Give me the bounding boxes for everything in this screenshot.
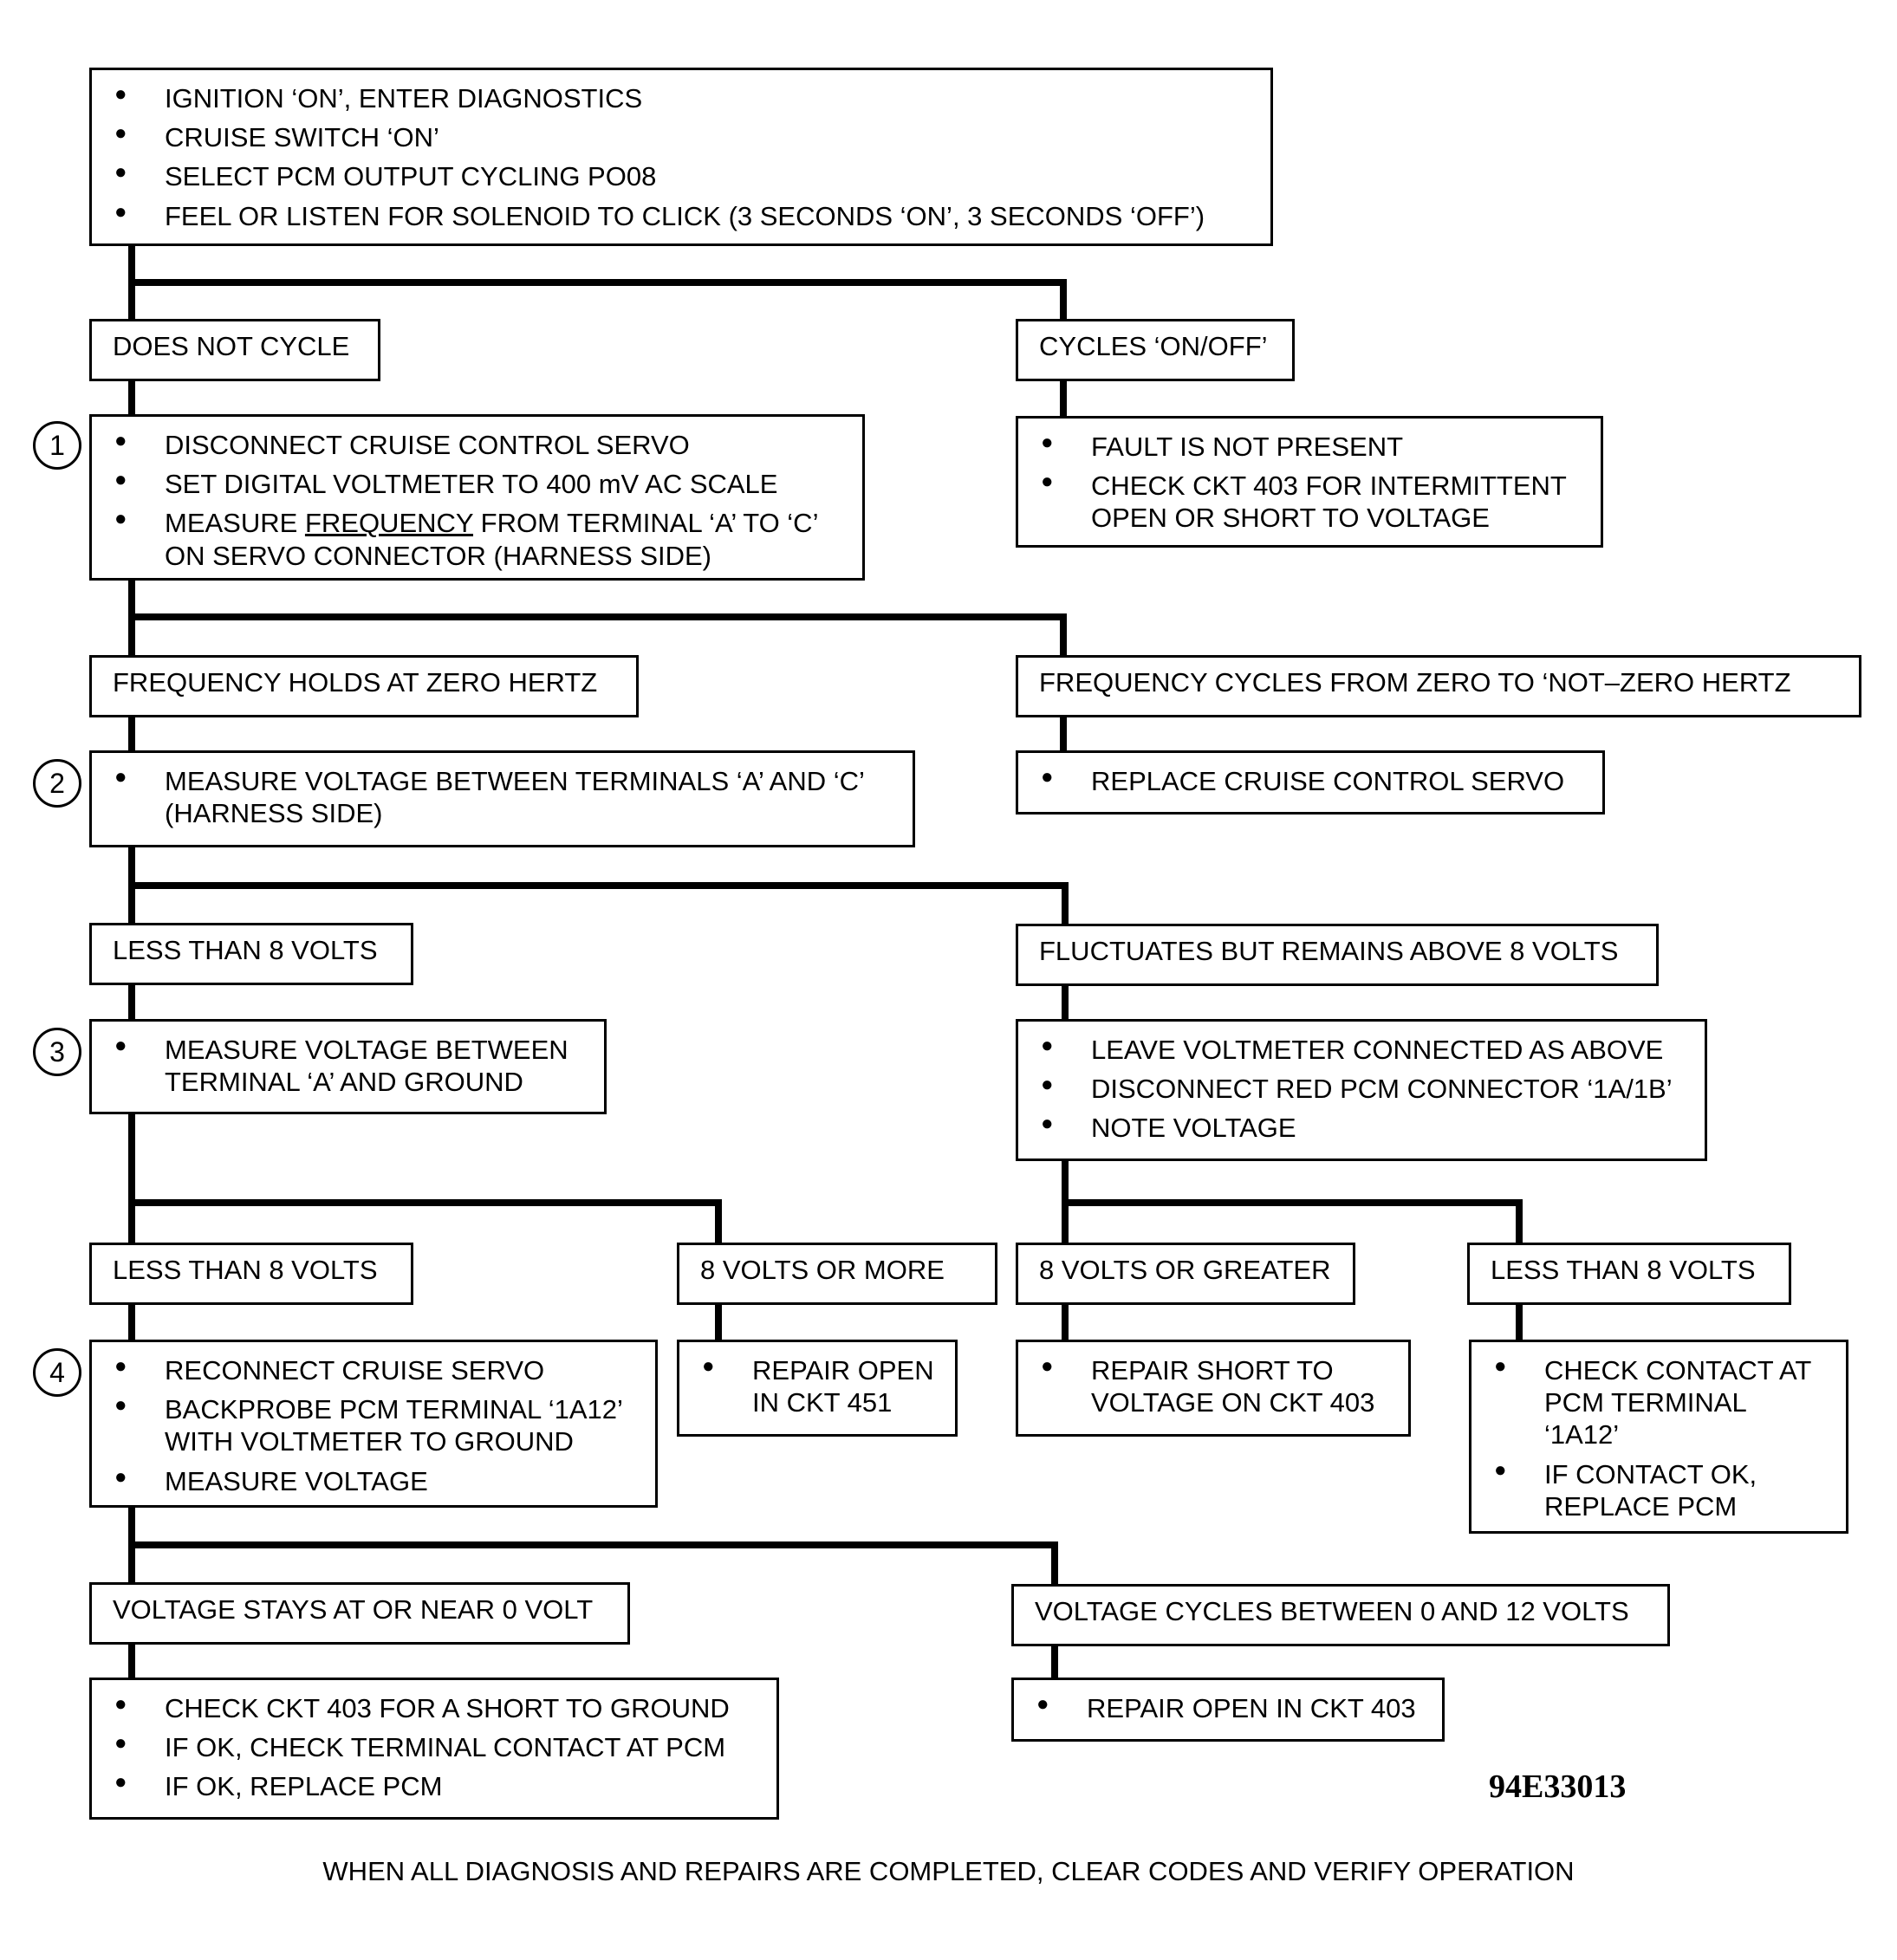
label-less-8-volts-c: LESS THAN 8 VOLTS — [1467, 1243, 1791, 1305]
step2-item: MEASURE VOLTAGE BETWEEN TERMINALS ‘A’ AN… — [92, 765, 913, 829]
label-freq-cycles: FREQUENCY CYCLES FROM ZERO TO ‘NOT–ZERO … — [1016, 655, 1861, 717]
step4-item: RECONNECT CRUISE SERVO — [92, 1354, 655, 1386]
result-line: IN CKT 451 — [752, 1387, 893, 1418]
figure-id: 94E33013 — [1489, 1769, 1627, 1805]
start-item: IGNITION ‘ON’, ENTER DIAGNOSTICS — [92, 82, 1270, 114]
result-item: REPAIR OPEN IN CKT 403 — [1014, 1692, 1442, 1724]
result-line: REPAIR SHORT TO — [1091, 1355, 1334, 1386]
step2-line: (HARNESS SIDE) — [165, 798, 383, 829]
result-item: CHECK CKT 403 FOR A SHORT TO GROUND — [92, 1692, 776, 1724]
result-line: VOLTAGE ON CKT 403 — [1091, 1387, 1375, 1418]
result-item: NOTE VOLTAGE — [1018, 1112, 1705, 1144]
result-line: OPEN OR SHORT TO VOLTAGE — [1091, 503, 1490, 534]
label-cycles-on-off: CYCLES ‘ON/OFF’ — [1016, 319, 1295, 381]
step3-line: TERMINAL ‘A’ AND GROUND — [165, 1067, 523, 1098]
step2-line: MEASURE VOLTAGE BETWEEN TERMINALS ‘A’ AN… — [165, 766, 865, 796]
replace-servo-box: REPLACE CRUISE CONTROL SERVO — [1016, 750, 1605, 815]
connector-step4 — [128, 1502, 1058, 1587]
result-item: IF OK, CHECK TERMINAL CONTACT AT PCM — [92, 1731, 776, 1763]
result-line: REPAIR OPEN — [752, 1355, 934, 1386]
start-item: CRUISE SWITCH ‘ON’ — [92, 121, 1270, 153]
fault-not-present-box: FAULT IS NOT PRESENT CHECK CKT 403 FOR I… — [1016, 416, 1603, 548]
step1-item: DISCONNECT CRUISE CONTROL SERVO — [92, 429, 862, 461]
result-item: IF OK, REPLACE PCM — [92, 1770, 776, 1802]
step1-box: DISCONNECT CRUISE CONTROL SERVO SET DIGI… — [89, 414, 865, 581]
step4-box: RECONNECT CRUISE SERVO BACKPROBE PCM TER… — [89, 1340, 658, 1508]
step-number-3: 3 — [33, 1028, 81, 1076]
label-fluctuates: FLUCTUATES BUT REMAINS ABOVE 8 VOLTS — [1016, 924, 1659, 986]
result-item: DISCONNECT RED PCM CONNECTOR ‘1A/1B’ — [1018, 1073, 1705, 1105]
label-freq-zero: FREQUENCY HOLDS AT ZERO HERTZ — [89, 655, 639, 717]
connector-step2 — [128, 841, 1069, 927]
connector-leave — [1062, 1156, 1523, 1246]
step1-item3-text: MEASURE — [165, 508, 298, 539]
start-item: SELECT PCM OUTPUT CYCLING PO08 — [92, 160, 1270, 192]
result-item: IF CONTACT OK,REPLACE PCM — [1471, 1458, 1846, 1522]
check-short-ground-box: CHECK CKT 403 FOR A SHORT TO GROUND IF O… — [89, 1678, 779, 1820]
step1-item3-line2: ON SERVO CONNECTOR (HARNESS SIDE) — [165, 540, 712, 571]
result-line: ‘1A12’ — [1544, 1419, 1620, 1451]
step4-line: BACKPROBE PCM TERMINAL ‘1A12’ — [165, 1394, 623, 1425]
label-does-not-cycle: DOES NOT CYCLE — [89, 319, 380, 381]
result-item: FAULT IS NOT PRESENT — [1018, 431, 1601, 463]
label-voltage-cycles-0-12: VOLTAGE CYCLES BETWEEN 0 AND 12 VOLTS — [1011, 1584, 1670, 1646]
result-item: REPLACE CRUISE CONTROL SERVO — [1018, 765, 1602, 797]
result-line: REPLACE PCM — [1544, 1490, 1738, 1522]
step1-item: MEASURE FREQUENCY FROM TERMINAL ‘A’ TO ‘… — [92, 507, 862, 571]
step1-item: SET DIGITAL VOLTMETER TO 400 mV AC SCALE — [92, 468, 862, 500]
step1-item3-rest: FROM TERMINAL ‘A’ TO ‘C’ — [473, 508, 819, 539]
start-box: IGNITION ‘ON’, ENTER DIAGNOSTICS CRUISE … — [89, 68, 1273, 246]
footer-note: WHEN ALL DIAGNOSIS AND REPAIRS ARE COMPL… — [322, 1856, 1575, 1886]
label-8-volts-or-more: 8 VOLTS OR MORE — [677, 1243, 997, 1305]
repair-open-403-box: REPAIR OPEN IN CKT 403 — [1011, 1678, 1445, 1742]
start-item: FEEL OR LISTEN FOR SOLENOID TO CLICK (3 … — [92, 200, 1270, 232]
label-8-volts-or-greater: 8 VOLTS OR GREATER — [1016, 1243, 1355, 1305]
connector-step3 — [128, 1108, 722, 1246]
step2-box: MEASURE VOLTAGE BETWEEN TERMINALS ‘A’ AN… — [89, 750, 915, 847]
result-line: CHECK CONTACT AT — [1544, 1355, 1812, 1386]
step-number-1: 1 — [33, 421, 81, 470]
step4-line: WITH VOLTMETER TO GROUND — [165, 1426, 574, 1457]
result-line: CHECK CKT 403 FOR INTERMITTENT — [1091, 471, 1567, 502]
step-number-2: 2 — [33, 759, 81, 808]
step1-frequency-underlined: FREQUENCY — [304, 508, 474, 539]
step3-line: MEASURE VOLTAGE BETWEEN — [165, 1035, 568, 1065]
step-number-4: 4 — [33, 1348, 81, 1397]
result-line: IF CONTACT OK, — [1544, 1458, 1757, 1489]
connector-start — [128, 241, 1067, 324]
label-less-8-volts-b: LESS THAN 8 VOLTS — [89, 1243, 413, 1305]
result-line: PCM TERMINAL — [1544, 1387, 1747, 1418]
step4-item: BACKPROBE PCM TERMINAL ‘1A12’WITH VOLTME… — [92, 1393, 655, 1457]
connector-step1 — [128, 575, 1067, 659]
leave-voltmeter-box: LEAVE VOLTMETER CONNECTED AS ABOVE DISCO… — [1016, 1019, 1707, 1161]
label-voltage-stays-zero: VOLTAGE STAYS AT OR NEAR 0 VOLT — [89, 1582, 630, 1645]
label-less-8-volts-a: LESS THAN 8 VOLTS — [89, 923, 413, 985]
step4-item: MEASURE VOLTAGE — [92, 1465, 655, 1497]
result-item: LEAVE VOLTMETER CONNECTED AS ABOVE — [1018, 1034, 1705, 1066]
